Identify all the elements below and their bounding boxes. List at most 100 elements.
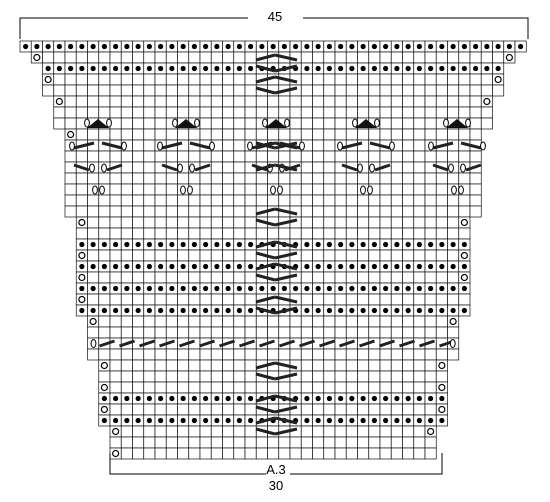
purl-dot — [101, 263, 107, 270]
chart-cell — [177, 139, 190, 152]
chart-cell — [435, 293, 448, 306]
chart-cell — [210, 84, 223, 97]
decrease-stitch — [159, 339, 175, 348]
chart-cell — [154, 51, 167, 64]
purl-dot — [259, 43, 265, 50]
chart-symbols — [23, 43, 524, 458]
chart-cell — [424, 51, 437, 64]
chart-cell — [109, 227, 122, 240]
chart-cell — [210, 73, 223, 86]
decrease-stitch — [73, 163, 90, 172]
purl-dot — [349, 417, 355, 424]
chart-cell — [300, 436, 313, 449]
chart-cell — [435, 84, 448, 97]
chart-cell — [210, 205, 223, 218]
chart-cell — [255, 128, 268, 141]
chart-cell — [368, 403, 381, 416]
chart-cell — [435, 128, 448, 141]
chart-cell — [469, 183, 482, 196]
chart-cell — [188, 271, 201, 284]
purl-dot — [214, 285, 220, 292]
chart-cell — [357, 84, 370, 97]
yarn-over-circle — [44, 75, 52, 84]
yarn-over-circle — [78, 218, 86, 227]
chart-cell — [345, 436, 358, 449]
chart-cell — [165, 315, 178, 328]
chart-cell — [357, 139, 370, 152]
chevron-up-left — [255, 75, 276, 84]
purl-dot — [248, 417, 254, 424]
chart-cell — [469, 73, 482, 86]
chart-cell — [312, 205, 325, 218]
chart-cell — [357, 172, 370, 185]
chart-cell — [424, 271, 437, 284]
purl-dot — [146, 285, 152, 292]
chart-cell — [244, 128, 257, 141]
chart-cell — [390, 381, 403, 394]
chart-cell — [447, 271, 460, 284]
chart-cell — [334, 117, 347, 130]
purl-dot — [326, 285, 332, 292]
purl-dot — [169, 285, 175, 292]
chart-cell — [255, 326, 268, 339]
yarn-over-oval — [84, 118, 90, 128]
chart-cell — [64, 194, 77, 207]
chart-cell — [75, 95, 88, 108]
chart-cell — [154, 348, 167, 361]
purl-dot — [338, 241, 344, 248]
chart-cell — [267, 172, 280, 185]
purl-dot — [101, 395, 107, 402]
chart-cell — [199, 150, 212, 163]
chart-cell — [413, 150, 426, 163]
chart-cell — [300, 425, 313, 438]
chart-cell — [75, 106, 88, 119]
chart-cell — [469, 194, 482, 207]
chart-cell — [345, 227, 358, 240]
chart-cell — [413, 370, 426, 383]
chart-cell — [413, 161, 426, 174]
chart-cell — [87, 249, 100, 262]
purl-dot — [473, 65, 479, 72]
chart-cell — [379, 117, 392, 130]
purl-dot — [416, 263, 422, 270]
chart-cell — [177, 172, 190, 185]
purl-dot — [90, 43, 96, 50]
purl-dot — [439, 307, 445, 314]
chart-cell — [300, 51, 313, 64]
decrease-stitch — [119, 339, 135, 348]
purl-dot — [158, 395, 164, 402]
chart-cell — [312, 315, 325, 328]
chart-cell — [357, 205, 370, 218]
chart-cell — [402, 447, 415, 460]
chart-cell — [132, 227, 145, 240]
chart-cell — [165, 425, 178, 438]
purl-dot — [34, 43, 40, 50]
chart-cell — [233, 326, 246, 339]
chart-cell — [312, 227, 325, 240]
chart-cell — [177, 315, 190, 328]
chevron-down-right — [274, 64, 298, 73]
chart-cell — [424, 73, 437, 86]
chart-cell — [368, 348, 381, 361]
chart-cell — [177, 381, 190, 394]
chart-cell — [120, 51, 133, 64]
chart-cell — [255, 447, 268, 460]
chart-cell — [120, 205, 133, 218]
chart-cell — [210, 194, 223, 207]
chart-cell — [312, 348, 325, 361]
chart-cell — [402, 425, 415, 438]
decrease-stitch — [460, 141, 482, 150]
purl-dot — [338, 263, 344, 270]
chart-cell — [402, 271, 415, 284]
chart-cell — [165, 293, 178, 306]
yarn-over-oval — [352, 118, 358, 128]
purl-dot — [169, 417, 175, 424]
purl-dot — [191, 307, 197, 314]
purl-dot — [236, 241, 242, 248]
chevron-up-left — [255, 394, 276, 403]
chart-cell — [154, 117, 167, 130]
purl-dot — [225, 43, 231, 50]
purl-dot — [315, 65, 321, 72]
chart-cell — [120, 227, 133, 240]
chart-cell — [210, 216, 223, 229]
